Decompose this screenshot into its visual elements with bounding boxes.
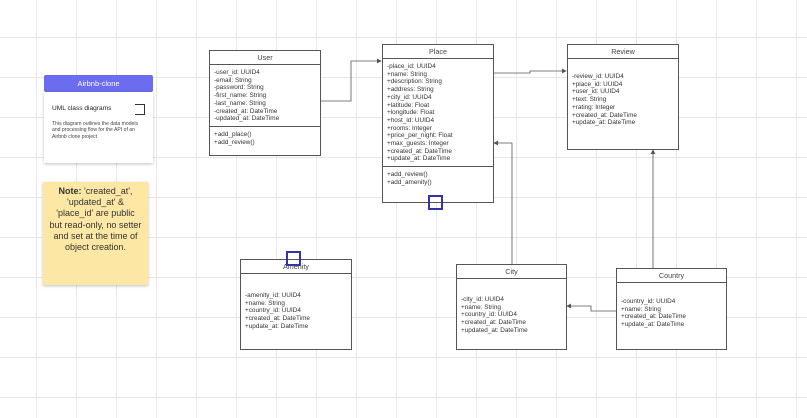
attribute: +price_per_night: Float [387, 132, 453, 140]
attribute: +text: String [572, 96, 607, 104]
connector-place-review[interactable] [493, 68, 567, 74]
attribute: +max_guests: Integer [387, 140, 449, 148]
attribute: +address: String [387, 86, 434, 94]
attribute: -created_at: DateTime [214, 107, 278, 115]
sticky-note[interactable]: Note: 'created_at', 'updated_at' & 'plac… [43, 182, 148, 285]
class-review[interactable]: Review -review_id: UUID4 +place_id: UUID… [567, 44, 679, 150]
attribute: +name: String [387, 70, 427, 78]
attribute: +created_at: DateTime [572, 111, 637, 119]
attribute: +name: String [461, 303, 501, 311]
attribute: +update_at: DateTime [621, 321, 685, 329]
card-description: This diagram outlines the data models an… [52, 121, 139, 140]
attribute: -first_name: String [214, 92, 267, 100]
attribute: -updated_at: DateTime [214, 115, 280, 123]
card-title: UML class diagrams [52, 105, 112, 112]
note-label: Note: [58, 186, 82, 196]
class-city-attributes: -city_id: UUID4 +name: String +country_i… [457, 279, 566, 338]
attribute: +place_id: UUID4 [572, 80, 623, 88]
attribute: +update_at: DateTime [387, 155, 451, 163]
class-amenity-name: Amenity [241, 260, 351, 274]
class-user-attributes: -user_id: UUID4 -email: String -password… [210, 65, 320, 126]
attribute: +rooms: Integer [387, 124, 432, 132]
connector-city-place[interactable] [493, 140, 513, 264]
attribute: -email: String [214, 76, 252, 84]
class-amenity[interactable]: Amenity -amenity_id: UUID4 +name: String… [240, 259, 352, 350]
note-text: 'created_at', 'updated_at' & 'place_id' … [49, 186, 142, 253]
attribute: +rating: Integer [572, 103, 616, 111]
bracket-icon [135, 104, 145, 115]
attribute: -country_id: UUID4 [621, 298, 676, 305]
connector-country-city[interactable] [566, 303, 616, 312]
project-title: Airbnb-clone [77, 79, 120, 88]
attribute: +created_at: DateTime [621, 313, 686, 321]
attribute: +latitude: Float [387, 101, 430, 109]
attribute: +name: String [245, 299, 285, 307]
project-card[interactable]: UML class diagrams This diagram outlines… [44, 92, 153, 163]
operation: +add_review() [387, 171, 428, 179]
class-user[interactable]: User -user_id: UUID4 -email: String -pas… [209, 50, 321, 156]
attribute: +name: String [621, 305, 661, 313]
attribute: -last_name: String [214, 99, 266, 107]
class-user-operations: +add_place() +add_review() [210, 125, 320, 149]
class-user-name: User [210, 51, 320, 65]
attribute: +update_at: DateTime [245, 322, 309, 330]
attribute: +description: String [387, 78, 442, 86]
attribute: +country_id: UUID4 [245, 307, 301, 315]
attribute: +updated_at: DateTime [461, 326, 528, 334]
attribute: +country_id: UUID4 [461, 311, 517, 319]
attribute: -user_id: UUID4 [214, 69, 260, 76]
class-review-attributes: -review_id: UUID4 +place_id: UUID4 +user… [568, 59, 678, 130]
class-country[interactable]: Country -country_id: UUID4 +name: String… [616, 268, 727, 350]
attribute: +city_id: UUID4 [387, 93, 432, 101]
class-place-attributes: -place_id: UUID4 +name: String +descript… [383, 59, 493, 166]
resize-handle[interactable] [286, 251, 301, 266]
class-place[interactable]: Place -place_id: UUID4 +name: String +de… [382, 44, 494, 203]
attribute: -amenity_id: UUID4 [245, 292, 301, 299]
resize-handle[interactable] [428, 195, 443, 210]
operation: +add_review() [214, 138, 255, 146]
class-place-operations: +add_review() +add_amenity() [383, 166, 493, 189]
operation: +add_place() [214, 130, 252, 138]
attribute: +created_at: DateTime [461, 319, 526, 327]
class-country-attributes: -country_id: UUID4 +name: String +create… [617, 283, 726, 332]
class-amenity-attributes: -amenity_id: UUID4 +name: String +countr… [241, 274, 351, 334]
attribute: +created_at: DateTime [387, 147, 452, 155]
operation: +add_amenity() [387, 178, 432, 186]
class-place-name: Place [383, 45, 493, 59]
project-card-header[interactable]: Airbnb-clone [44, 75, 153, 92]
attribute: -city_id: UUID4 [461, 296, 504, 303]
class-review-name: Review [568, 45, 678, 59]
attribute: -place_id: UUID4 [387, 63, 436, 70]
attribute: -password: String [214, 84, 264, 92]
attribute: +user_id: UUID4 [572, 88, 620, 96]
attribute: +longitude: Float [387, 109, 435, 117]
attribute: +host_id: UUID4 [387, 116, 435, 124]
attribute: +update_at: DateTime [572, 119, 636, 127]
attribute: -review_id: UUID4 [572, 73, 624, 80]
class-city[interactable]: City -city_id: UUID4 +name: String +coun… [456, 264, 567, 350]
class-city-name: City [457, 265, 566, 279]
attribute: +created_at: DateTime [245, 315, 310, 323]
connector-user-place[interactable] [321, 58, 382, 102]
class-country-name: Country [617, 269, 726, 283]
